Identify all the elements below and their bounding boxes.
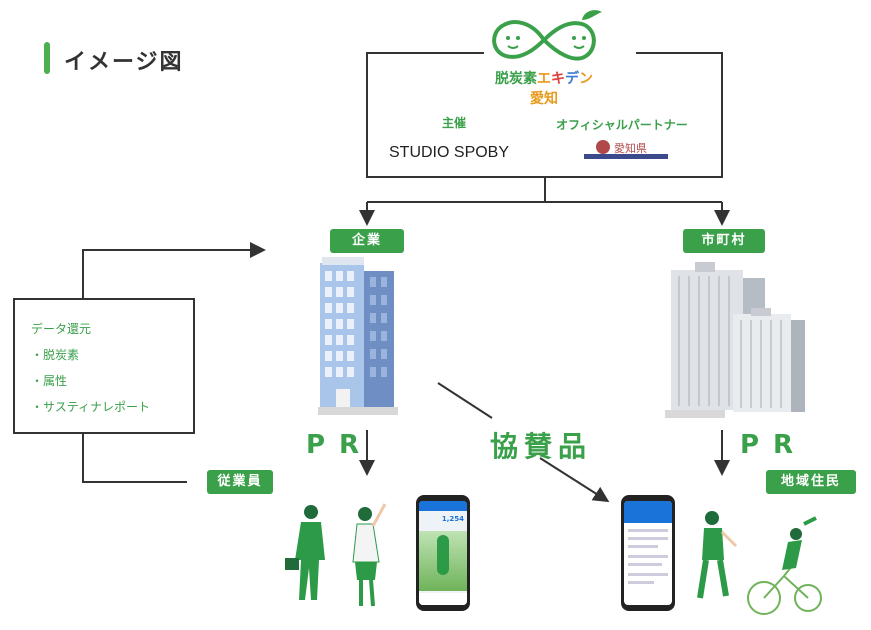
phone-left-screen: 1,254	[419, 501, 467, 605]
data-return-item: ・サスティナレポート	[31, 400, 151, 414]
prefecture-emblem-icon	[596, 140, 610, 154]
sponsor-goods-label: 協賛品	[490, 430, 593, 463]
logo-line2: 愛知	[530, 91, 558, 107]
residents-illustration	[692, 510, 822, 620]
data-return-item: ・脱炭素	[31, 348, 80, 362]
phone-left-step-count: 1,254	[441, 515, 464, 523]
company-building-illustration	[318, 257, 398, 417]
aichi-prefecture-logo: 愛知県	[584, 140, 668, 160]
employees-illustration	[283, 500, 393, 615]
logo-char: デ	[565, 71, 579, 87]
phone-right-screen	[624, 501, 672, 605]
pr-label-municipality: PR	[740, 430, 808, 460]
logo-char: 脱	[495, 71, 509, 87]
tag-company: 企業	[330, 229, 404, 253]
phone-left: 1,254	[416, 495, 470, 611]
logo-char: エ	[537, 71, 551, 87]
infinity-leaf-icon	[492, 10, 602, 61]
data-return-box: データ還元 ・脱炭素 ・属性 ・サスティナレポート	[13, 298, 195, 434]
briefcase-icon	[285, 558, 299, 570]
tag-employees: 従業員	[207, 470, 273, 494]
tag-residents: 地域住民	[766, 470, 856, 494]
logo-char: キ	[551, 71, 565, 87]
business-people-icon	[285, 503, 387, 607]
phone-right	[621, 495, 675, 611]
logo-line1: 脱炭素エキデン	[484, 68, 604, 88]
organizer-label: 主催	[442, 116, 467, 130]
avatar	[437, 535, 449, 575]
logo-char: 素	[523, 71, 537, 87]
arrow-sponsor	[539, 457, 610, 503]
logo-char: 炭	[509, 71, 523, 87]
municipality-buildings-illustration	[665, 262, 810, 422]
office-building-icon	[318, 257, 398, 415]
pr-label-company: PR	[306, 430, 374, 460]
partner-label: オフィシャルパートナー	[556, 118, 688, 132]
datsutanso-ekiden-logo: 脱炭素エキデン 愛知	[484, 8, 604, 108]
logo-char: ン	[579, 71, 593, 87]
page-title: イメージ図	[64, 50, 184, 75]
tag-municipality: 市町村	[683, 229, 765, 253]
city-hall-building-icon	[665, 262, 805, 418]
jogger-and-cyclist-icon	[697, 511, 822, 615]
arrow-data-return	[82, 242, 266, 298]
title-accent-bar	[44, 42, 50, 74]
data-return-item: ・属性	[31, 374, 68, 388]
organizer-name: STUDIO SPOBY	[389, 144, 510, 161]
partner-name: 愛知県	[614, 142, 647, 155]
data-return-title: データ還元	[31, 322, 92, 336]
